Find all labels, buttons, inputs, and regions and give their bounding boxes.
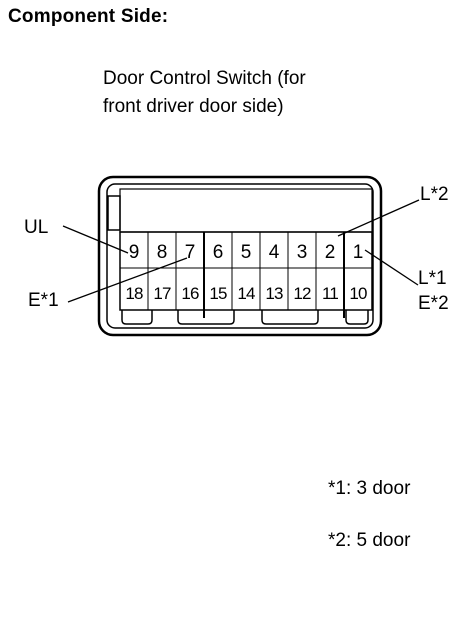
l2-leader-line [337,199,420,237]
pin-number-5: 5 [241,242,252,263]
ul-label: UL [24,217,48,238]
pin-number-2: 2 [325,242,336,263]
e1-leader-line [67,257,188,303]
pin-number-6: 6 [213,242,224,263]
l2-label: L*2 [420,184,449,205]
pin-number-14: 14 [237,284,255,303]
key-slot [121,310,153,325]
pin-number-11: 11 [322,284,338,303]
pin-number-10: 10 [349,284,367,303]
pin-number-15: 15 [209,284,227,303]
e2-label: E*2 [418,293,449,314]
pin-number-12: 12 [293,284,311,303]
pin-number-8: 8 [157,242,168,263]
key-slot [261,310,319,325]
pin-number-7: 7 [185,242,196,263]
connector-outer-housing [97,175,383,337]
connector-upper-area [119,188,373,233]
e1-label: E*1 [28,290,59,311]
pin-grid-frame [119,231,373,311]
l1e2-leader-line [364,249,419,286]
pin-number-13: 13 [265,284,283,303]
pin-number-9: 9 [129,242,140,263]
pin-number-16: 16 [181,284,199,303]
footnote-3-door: *1: 3 door [328,478,411,499]
pin-number-17: 17 [153,284,171,303]
pin-number-4: 4 [269,242,280,263]
key-slot [177,310,235,325]
connector-title-line-1: Door Control Switch (for [103,68,306,89]
l1-label: L*1 [418,268,447,289]
key-slot [345,310,369,325]
connector-title-line-2: front driver door side) [103,96,284,117]
component-side-heading: Component Side: [8,6,169,27]
pin-number-3: 3 [297,242,308,263]
ul-leader-line [62,225,129,254]
footnote-5-door: *2: 5 door [328,530,411,551]
pin-number-18: 18 [125,284,143,303]
connector-lock-tab [107,195,121,231]
pin-number-1: 1 [353,242,364,263]
